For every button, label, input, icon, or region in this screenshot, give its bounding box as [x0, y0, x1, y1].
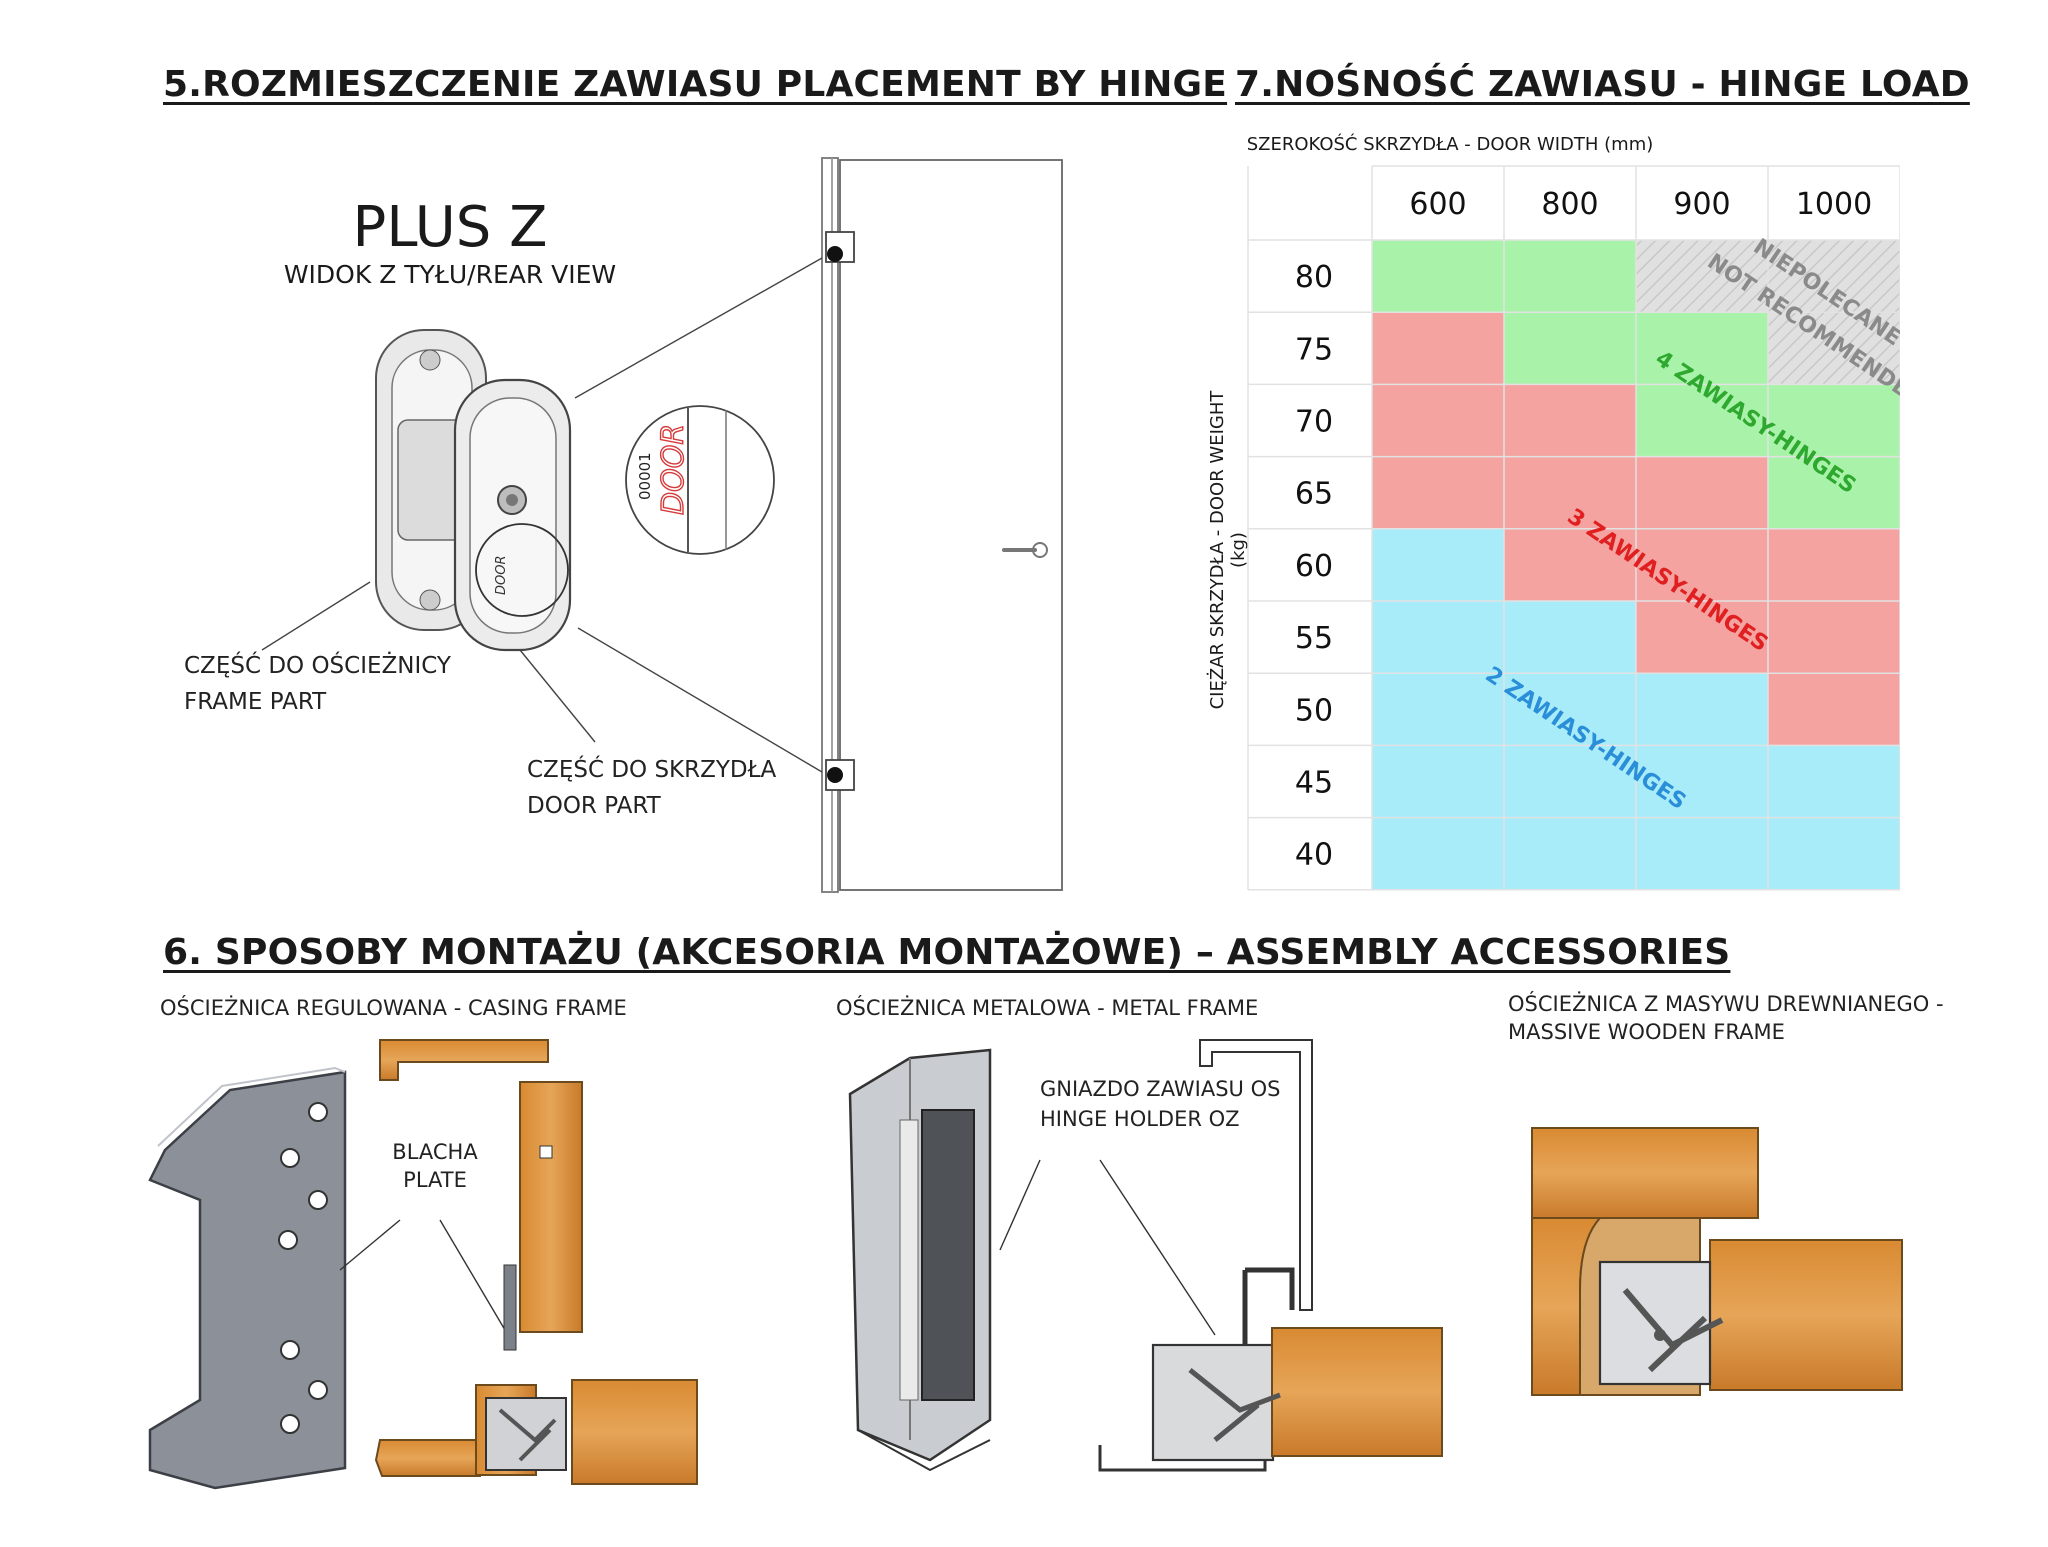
assembly-section-title: 6. SPOSOBY MONTAŻU (AKCESORIA MONTAŻOWE)…: [163, 932, 1731, 973]
heatmap-cell-75kg-600mm: [1372, 312, 1504, 385]
heatmap-cell-55kg-600mm: [1372, 601, 1504, 674]
y-tick-label: 45: [1295, 766, 1333, 801]
plate-label-en: PLATE: [403, 1168, 467, 1192]
product-name: PLUS Z: [352, 195, 548, 260]
heatmap-cell-65kg-600mm: [1372, 456, 1504, 529]
heatmap-cell-75kg-900mm: [1636, 312, 1768, 385]
placement-section-title: 5.ROZMIESZCZENIE ZAWIASU PLACEMENT BY HI…: [163, 64, 1228, 105]
x-tick-label: 600: [1409, 187, 1466, 222]
heatmap-cell-40kg-800mm: [1504, 817, 1636, 890]
heatmap-cell-50kg-1000mm: [1768, 673, 1900, 746]
wooden-frame-section: [1531, 1127, 1903, 1396]
heatmap-cell-55kg-1000mm: [1768, 601, 1900, 674]
heatmap-cell-50kg-900mm: [1636, 673, 1768, 746]
y-tick-label: 70: [1295, 405, 1333, 440]
upper-hinge-marker: [827, 246, 843, 262]
holder-leader-lines: [999, 1159, 1216, 1336]
y-tick-label: 55: [1295, 621, 1333, 656]
metal-frame-title: OŚCIEŻNICA METALOWA - METAL FRAME: [836, 996, 1259, 1020]
heatmap-cell-70kg-800mm: [1504, 384, 1636, 457]
wooden-frame-title-2: MASSIVE WOODEN FRAME: [1508, 1020, 1785, 1044]
heatmap-cell-40kg-600mm: [1372, 817, 1504, 890]
y-tick-label: 65: [1295, 477, 1333, 512]
heatmap-cell-40kg-1000mm: [1768, 817, 1900, 890]
heatmap-cell-60kg-600mm: [1372, 528, 1504, 601]
rear-view-label: WIDOK Z TYŁU/REAR VIEW: [283, 260, 617, 289]
heatmap-cell-55kg-900mm: [1636, 601, 1768, 674]
door-part-label-en: DOOR PART: [527, 793, 661, 819]
zoom-door-text: DOOR: [656, 424, 691, 515]
plate-label-pl: BLACHA: [392, 1140, 478, 1164]
heatmap-cell-50kg-800mm: [1504, 673, 1636, 746]
metal-frame-section: [1098, 1039, 1443, 1472]
heatmap-cell-80kg-900mm: [1636, 240, 1768, 313]
x-tick-label: 1000: [1796, 187, 1872, 222]
heatmap-cell-60kg-1000mm: [1768, 528, 1900, 601]
heatmap-cell-45kg-1000mm: [1768, 745, 1900, 818]
y-tick-label: 75: [1295, 332, 1333, 367]
chart-x-axis-title: SZEROKOŚĆ SKRZYDŁA - DOOR WIDTH (mm): [1246, 134, 1654, 155]
heatmap-cell-60kg-800mm: [1504, 528, 1636, 601]
frame-part-label-pl: CZĘŚĆ DO OŚCIEŻNICY: [184, 653, 451, 679]
assembly-diagrams: [148, 1039, 1903, 1490]
heatmap-cell-65kg-1000mm: [1768, 456, 1900, 529]
hinge-load-section-title: 7.NOŚNOŚĆ ZAWIASU - HINGE LOAD: [1235, 64, 1970, 105]
door-handle: [1002, 542, 1048, 558]
hinge-placement-diagram: DOOR 00001 DOOR: [261, 157, 1063, 893]
heatmap-cell-80kg-800mm: [1504, 240, 1636, 313]
door-outline: [821, 157, 1063, 893]
frame-part-label-en: FRAME PART: [184, 689, 327, 715]
lower-hinge-marker: [827, 767, 843, 783]
hinge-holder-label-en: HINGE HOLDER OZ: [1040, 1107, 1240, 1131]
plate-leader-lines: [339, 1219, 506, 1331]
casing-frame-title: OŚCIEŻNICA REGULOWANA - CASING FRAME: [160, 996, 627, 1020]
zoom-serial-text: 00001: [636, 452, 654, 500]
heatmap-cell-75kg-1000mm: [1768, 312, 1900, 385]
svg-text:DOOR: DOOR: [494, 555, 509, 595]
heatmap-cell-75kg-800mm: [1504, 312, 1636, 385]
mounting-plate: [148, 1066, 347, 1490]
heatmap-cell-50kg-600mm: [1372, 673, 1504, 746]
heatmap-cell-45kg-600mm: [1372, 745, 1504, 818]
heatmap-cell-70kg-900mm: [1636, 384, 1768, 457]
hinge-holder-box: [848, 1048, 992, 1472]
heatmap-cell-70kg-1000mm: [1768, 384, 1900, 457]
heatmap-cell-55kg-800mm: [1504, 601, 1636, 674]
heatmap-cell-80kg-1000mm: [1768, 240, 1900, 313]
hinge-holder-label-pl: GNIAZDO ZAWIASU OS: [1040, 1077, 1281, 1101]
door-part-label-pl: CZĘŚĆ DO SKRZYDŁA: [527, 757, 777, 783]
wooden-frame-title-1: OŚCIEŻNICA Z MASYWU DREWNIANEGO -: [1508, 992, 1944, 1016]
heatmap-cell-45kg-800mm: [1504, 745, 1636, 818]
x-tick-label: 800: [1541, 187, 1598, 222]
y-tick-label: 80: [1295, 260, 1333, 295]
heatmap-cell-65kg-900mm: [1636, 456, 1768, 529]
y-tick-label: 60: [1295, 549, 1333, 584]
heatmap-cell-60kg-900mm: [1636, 528, 1768, 601]
heatmap-cell-65kg-800mm: [1504, 456, 1636, 529]
door-part-hinge: DOOR: [453, 378, 572, 652]
heatmap-cell-40kg-900mm: [1636, 817, 1768, 890]
heatmap-cell-80kg-600mm: [1372, 240, 1504, 313]
y-tick-label: 40: [1295, 838, 1333, 873]
x-tick-label: 900: [1673, 187, 1730, 222]
zoom-detail-circle: 00001 DOOR: [625, 405, 775, 555]
heatmap-cell-70kg-600mm: [1372, 384, 1504, 457]
heatmap-cell-45kg-900mm: [1636, 745, 1768, 818]
leader-lines: [261, 257, 823, 773]
y-tick-label: 50: [1295, 693, 1333, 728]
casing-frame-section: [374, 1039, 698, 1485]
